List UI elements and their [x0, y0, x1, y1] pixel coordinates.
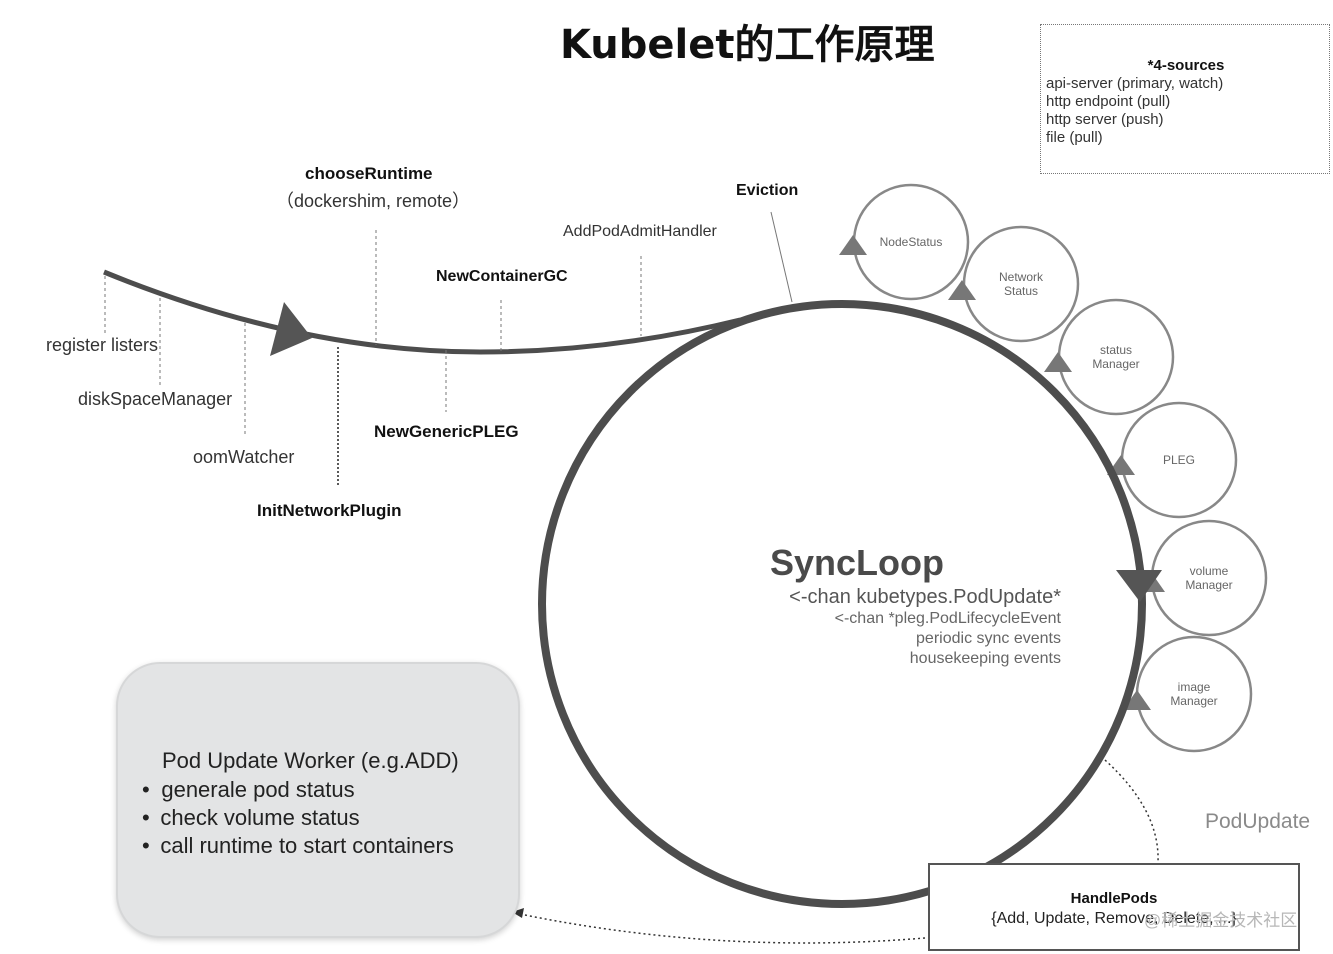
pleg-label-line: PLEG [1162, 453, 1195, 467]
source-item: api-server (primary, watch) [1046, 75, 1224, 92]
label-oom-watcher: oomWatcher [193, 447, 295, 467]
source-item: http endpoint (pull) [1046, 93, 1171, 110]
label-register-listers: register listers [46, 335, 159, 355]
label-pod-update: PodUpdate [1205, 810, 1311, 833]
worker-item: • check volume status [142, 804, 454, 832]
label-choose-runtime: chooseRuntime [305, 164, 433, 183]
worker-item-text: generale pod status [161, 777, 355, 802]
syncloop-inbound-arrow [1116, 570, 1162, 602]
syncloop-line: <-chan *pleg.PodLifecycleEvent [834, 610, 1061, 627]
init-curve-arrowhead [270, 302, 312, 356]
label-new-generic-pleg: NewGenericPLEG [374, 422, 519, 441]
managers-group [839, 183, 1268, 753]
page-title: Kubelet的工作原理 [560, 22, 935, 68]
syncloop-circle [538, 300, 1146, 908]
source-item: http server (push) [1046, 111, 1164, 128]
image-manager-label-line: Manager [1170, 694, 1218, 708]
network-status-label-line: Status [1003, 284, 1039, 298]
network-status-arrow-icon [948, 280, 976, 300]
label-choose-runtime-sub: （dockershim, remote） [276, 191, 471, 211]
sources-header: *4-sources [1147, 57, 1225, 74]
bullet: • [142, 805, 150, 830]
status-manager-label-line: Manager [1092, 357, 1140, 371]
worker-title: Pod Update Worker (e.g.ADD) [162, 748, 459, 773]
handle-pods-box: HandlePods {Add, Update, Remove, Delete,… [928, 863, 1300, 951]
syncloop-line: housekeeping events [909, 650, 1061, 667]
worker-item-text: call runtime to start containers [160, 833, 454, 858]
image-manager-label-line: image [1177, 680, 1211, 694]
status-manager-arrow-icon [1044, 352, 1072, 372]
worker-item: • call runtime to start containers [142, 832, 454, 860]
label-add-pod-admit-handler: AddPodAdmitHandler [563, 223, 717, 240]
handle-pods-subtitle: {Add, Update, Remove, Delete, ...} [991, 910, 1237, 927]
node-status-label-line: NodeStatus [879, 235, 943, 249]
watermark: @稀土掘金技术社区 [1144, 911, 1298, 930]
bullet: • [142, 833, 150, 858]
handlepods-to-worker-connector [519, 913, 926, 944]
node-status-label: NodeStatus [861, 235, 961, 249]
worker-list: • generale pod status • check volume sta… [118, 776, 454, 860]
syncloop-line: periodic sync events [916, 630, 1061, 647]
volume-manager-label-line: volume [1189, 564, 1229, 578]
podupdate-connector [1104, 759, 1159, 863]
network-status-label-line: Network [998, 270, 1043, 284]
label-eviction: Eviction [736, 182, 799, 199]
volume-manager-label-line: Manager [1185, 578, 1233, 592]
status-manager-label-line: status [1099, 343, 1132, 357]
init-curve [103, 269, 741, 355]
syncloop-line: <-chan kubetypes.PodUpdate* [789, 586, 1061, 608]
sources-box: *4-sources api-server (primary, watch) h… [1040, 24, 1330, 174]
label-new-container-gc: NewContainerGC [436, 268, 568, 285]
worker-item-text: check volume status [160, 805, 360, 830]
leader-eviction [770, 211, 793, 303]
syncloop-channels: <-chan kubetypes.PodUpdate* <-chan *pleg… [789, 586, 1061, 669]
source-item: file (pull) [1046, 129, 1103, 146]
label-disk-space-manager: diskSpaceManager [78, 389, 233, 409]
label-init-network-plugin: InitNetworkPlugin [257, 501, 402, 520]
image-manager-arrow-icon [1123, 690, 1151, 710]
handle-pods-title: HandlePods [1070, 890, 1158, 907]
worker-arrowhead [512, 908, 524, 918]
worker-item: • generale pod status [142, 776, 454, 804]
pleg-label: PLEG [1129, 453, 1229, 467]
bullet: • [142, 777, 150, 802]
node-status-arrow-icon [839, 235, 867, 255]
syncloop-title: SyncLoop [770, 542, 945, 583]
pod-update-worker-box: Pod Update Worker (e.g.ADD) • generale p… [116, 662, 520, 938]
